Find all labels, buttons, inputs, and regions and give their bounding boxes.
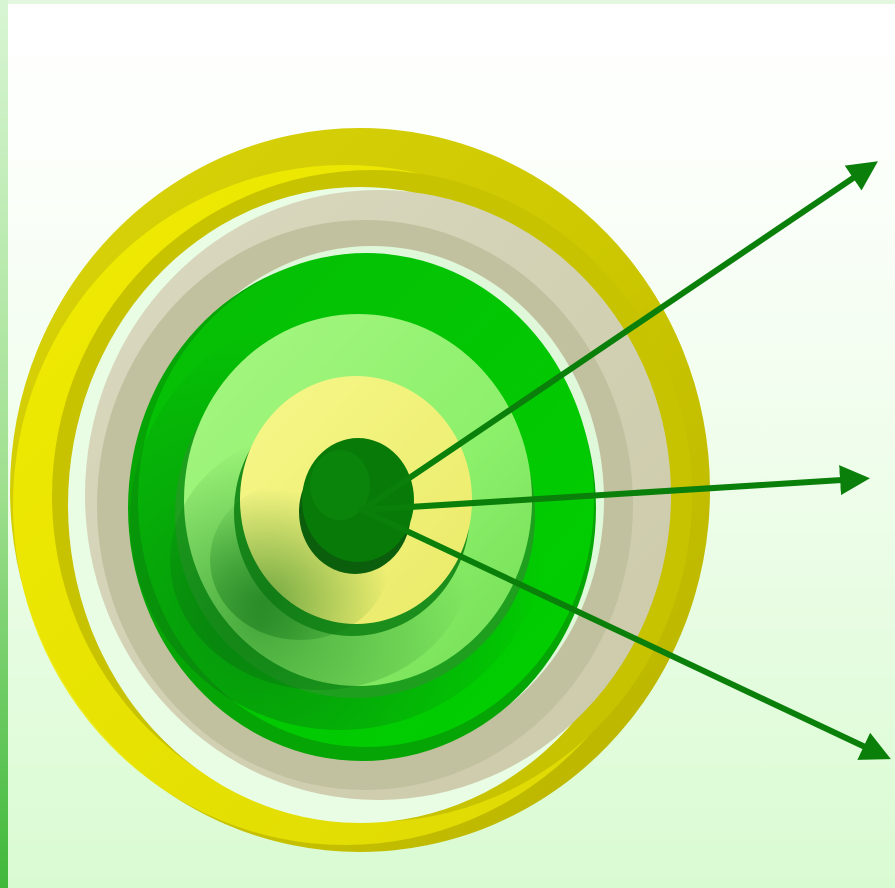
diagram-canvas bbox=[0, 0, 895, 888]
target-diagram bbox=[0, 0, 895, 888]
